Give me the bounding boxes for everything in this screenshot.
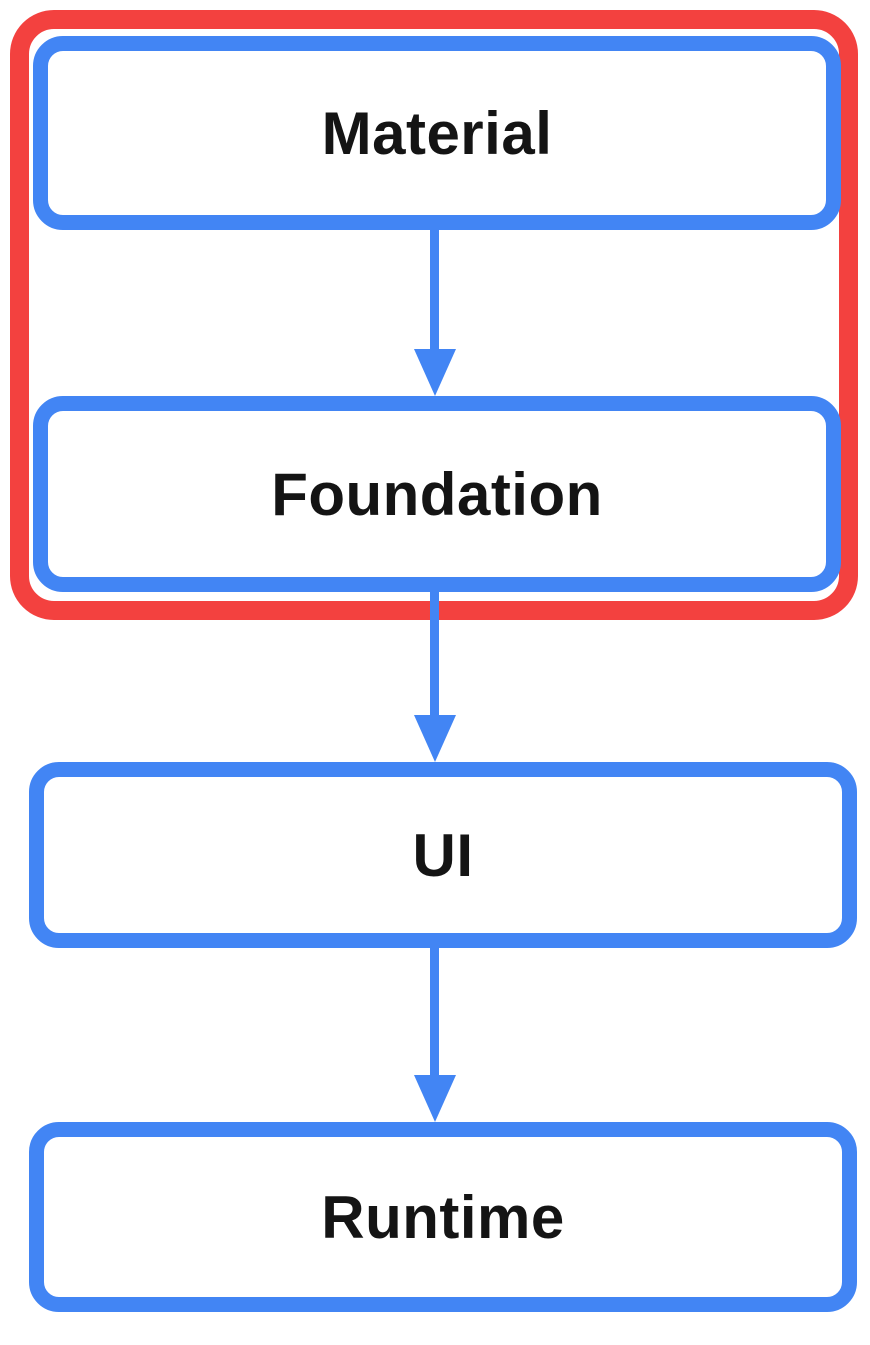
node-label-foundation: Foundation — [271, 460, 603, 528]
arrow-down-icon — [414, 349, 456, 396]
node-label-runtime: Runtime — [321, 1183, 565, 1251]
highlight-group-outline — [10, 10, 858, 620]
diagram-node-material: Material — [33, 36, 841, 230]
arrow-down-icon — [414, 1075, 456, 1122]
node-label-ui: UI — [412, 821, 474, 889]
node-label-material: Material — [321, 99, 553, 167]
arrow-down-icon — [414, 715, 456, 762]
connector-line-foundation-ui — [430, 588, 439, 718]
diagram-node-foundation: Foundation — [33, 396, 841, 592]
connector-line-material-foundation — [430, 226, 439, 352]
connector-line-ui-runtime — [430, 944, 439, 1078]
diagram-node-ui: UI — [29, 762, 857, 948]
diagram-node-runtime: Runtime — [29, 1122, 857, 1312]
